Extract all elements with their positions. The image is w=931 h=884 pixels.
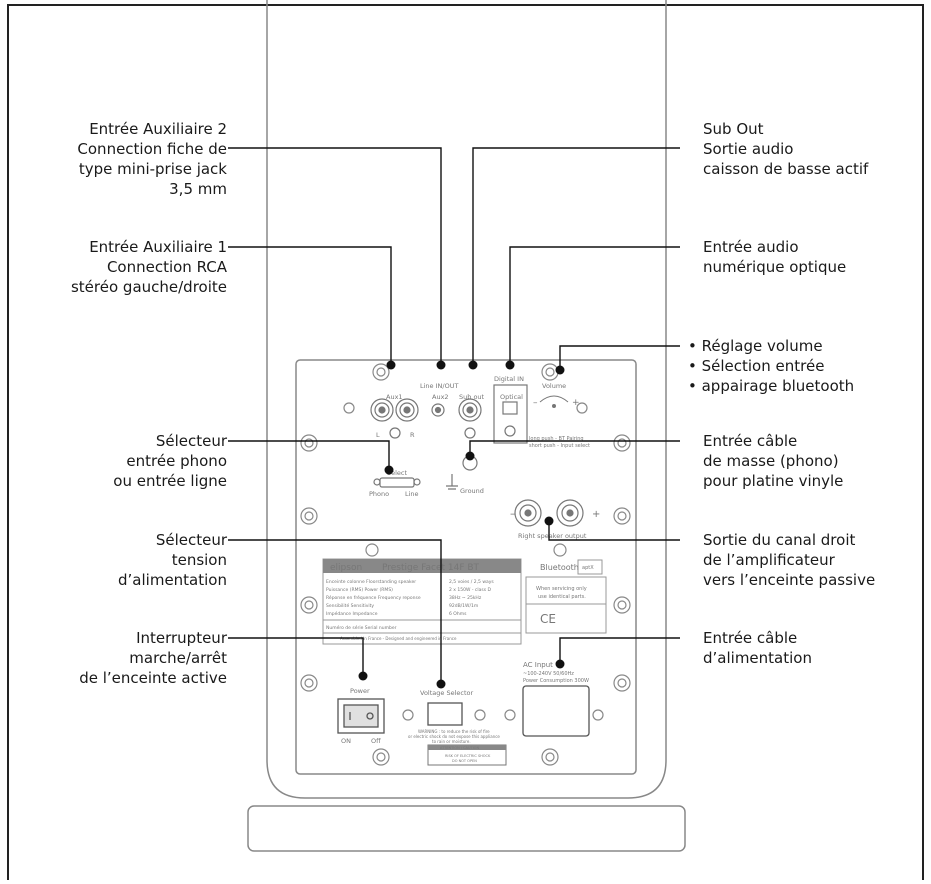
line-label: Line [405,490,419,498]
sub-out-label: Sub out [459,393,485,401]
leader-lines [228,147,680,684]
ce-mark: CE [540,612,556,626]
warning-line-2: or electric shock do not expose this app… [408,734,500,739]
screw-holes [300,363,631,766]
callout-aux1: Entrée Auxiliaire 1 Connection RCA stéré… [70,238,227,296]
risk-line-2: DO NOT OPEN [452,759,477,763]
callout-aux2: Entrée Auxiliaire 2 Connection fiche de … [77,120,227,198]
speaker-plinth [247,805,686,852]
phono-line-switch [373,477,421,488]
warning-line-1: WARNING : to reduce the risk of fire [418,729,490,734]
speaker-cabinet [266,0,667,799]
aux1-rca-jacks [370,398,419,439]
spec-row-4: Impédance Impedance [326,610,378,617]
power-label: Power [350,687,370,695]
callout-power-switch: Interrupteur marche/arrêt de l’enceinte … [79,629,227,687]
ac-input-socket [522,685,590,737]
voltage-selector-switch [427,702,463,726]
aux1-label: Aux1 [386,393,403,401]
spec-val-4: 6 Ohms [449,611,467,617]
callout-voltage-selector: Sélecteur tension d’alimentation [118,531,227,589]
off-label: Off [371,737,381,745]
brand-label: elipson [330,563,362,573]
ac-spec-line-2: Power Consumption 300W [523,678,589,684]
phono-label: Phono [369,490,389,498]
bt-pairing-label: long push - BT Pairing [529,436,584,442]
sub-out-jack [458,398,482,439]
attention-label: ATTENTION / CAUTION [440,746,479,750]
callout-ac-input: Entrée câble d’alimentation [703,629,812,667]
amplifier-plate [295,359,637,775]
power-switch [337,698,385,734]
voltage-selector-label: Voltage Selector [420,689,473,697]
r-label: R [410,431,415,439]
optical-input [493,384,528,444]
line-in-out-label: Line IN/OUT [420,382,458,390]
callout-optical: Entrée audio numérique optique [703,238,847,276]
on-label: ON [341,737,351,745]
spec-val-1: 2 x 150W - class D [449,587,492,593]
ground-label: Ground [460,487,484,495]
svg-text:+: + [592,509,600,520]
svg-text:–: – [510,507,516,520]
spec-val-0: 2,5 voies / 2,5 ways [449,579,494,585]
ac-spec-line-1: ~100-240V 50/60Hz [523,671,574,677]
input-select-label: short push - Input select [529,443,590,449]
risk-line-1: RISK OF ELECTRIC SHOCK [445,754,491,758]
spec-row-1: Puissance (RMS) Power (RMS) [326,587,393,593]
diagram-frame [7,4,924,880]
servicing-line-2: use identical parts. [538,594,586,600]
spec-val-2: 38Hz ~ 25kHz [449,595,482,601]
volume-knob [539,395,569,408]
l-label: L [376,431,380,439]
optical-label: Optical [500,393,523,401]
warning-line-3: to rain or moisture. [432,739,471,744]
ac-input-label: AC Input [523,661,553,669]
aux2-label: Aux2 [432,393,449,401]
callout-volume: • Réglage volume • Sélection entrée • ap… [688,337,855,395]
servicing-line-1: When servicing only [536,586,587,592]
leader-dots [358,360,565,689]
bluetooth-label: Bluetooth [540,563,579,572]
callout-sub-out: Sub Out Sortie audio caisson de basse ac… [703,120,869,178]
spec-val-3: 92dB/1W/1m [449,603,478,609]
made-in-label: Assembled in France - Designed and engin… [340,636,457,641]
spec-row-0: Enceinte colonne Floorstanding speaker [326,579,416,585]
aux2-mini-jack [431,403,445,417]
digital-in-label: Digital IN [494,375,524,383]
ground-post [446,455,478,490]
callout-right-output: Sortie du canal droit de l’amplificateur… [703,531,876,589]
model-label: Prestige Facet 14F BT [382,563,480,573]
svg-text:–: – [533,398,538,408]
select-label: Select [387,469,408,477]
serial-label: Numéro de série Serial number [326,624,397,631]
svg-text:+: + [572,398,580,408]
rating-label-plate [322,558,607,645]
volume-label: Volume [542,382,566,390]
spec-row-2: Réponse en fréquence Frequency reponse [326,594,421,601]
speaker-output-terminals [514,499,584,527]
right-speaker-label: Right speaker output [518,532,587,540]
aptx-label: aptX [582,565,594,571]
callout-ground: Entrée câble de masse (phono) pour plati… [703,432,844,490]
spec-row-3: Sensibilité Sensitivity [326,602,374,609]
callout-phono-selector: Sélecteur entrée phono ou entrée ligne [113,432,227,490]
